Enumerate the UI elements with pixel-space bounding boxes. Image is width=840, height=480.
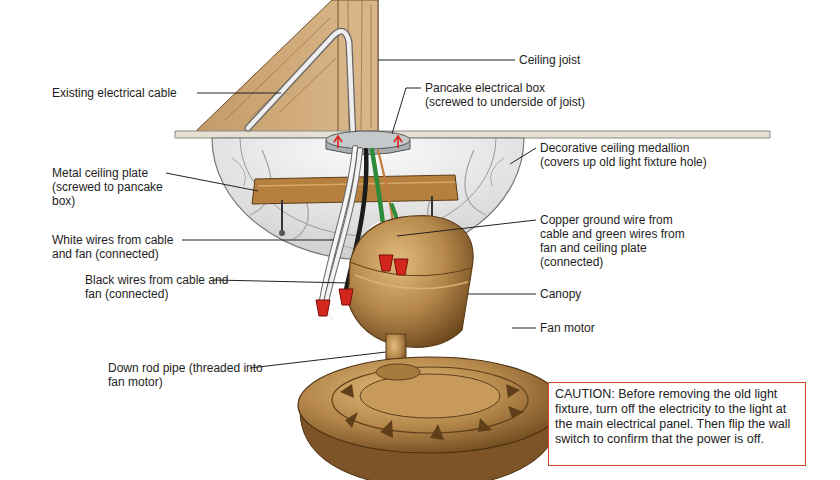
fan-canopy — [348, 216, 473, 348]
part-label: White wires from cable and fan (connecte… — [52, 233, 190, 261]
wire-nuts — [316, 255, 408, 320]
part-label: Canopy — [540, 287, 630, 301]
electrical-cable — [248, 31, 353, 138]
part-label: Down rod pipe (threaded into fan motor) — [108, 361, 278, 389]
part-label: Fan motor — [540, 321, 640, 335]
part-label: Existing electrical cable — [52, 86, 252, 100]
part-label: Metal ceiling plate (screwed to pancake … — [52, 166, 177, 208]
part-label: Ceiling joist — [519, 53, 639, 67]
caution-text: CAUTION: Before removing the old light f… — [555, 387, 799, 447]
part-label: Copper ground wire from cable and green … — [540, 213, 692, 269]
part-label: Pancake electrical box (screwed to under… — [425, 81, 597, 109]
ceiling-drywall — [175, 131, 770, 138]
caution-box: CAUTION: Before removing the old light f… — [548, 382, 806, 466]
part-label: Black wires from cable and fan (connecte… — [85, 273, 235, 301]
fan-motor — [298, 357, 562, 480]
part-label: Decorative ceiling medallion (covers up … — [540, 141, 708, 169]
